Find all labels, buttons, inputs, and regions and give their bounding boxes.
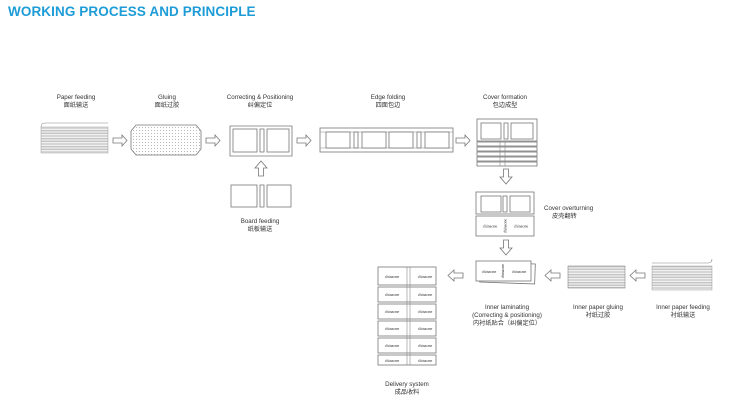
- label-cover-overturning: Cover overturning 皮壳翻转: [544, 205, 594, 220]
- svg-text:chinaone: chinaone: [418, 343, 433, 348]
- svg-text:Edge folding: Edge folding: [371, 94, 406, 101]
- svg-text:chinaone: chinaone: [482, 269, 497, 274]
- arrow-right-1: [112, 133, 128, 148]
- svg-text:chinaone: chinaone: [385, 326, 400, 331]
- arrow-down-2: [499, 239, 513, 256]
- svg-text:chinaone: chinaone: [385, 343, 400, 348]
- label-gluing: Gluing 面纸过胶: [155, 94, 180, 109]
- arrow-left-1: [447, 269, 464, 282]
- label-board-feeding: Board feeding 纸板输送: [241, 218, 280, 233]
- svg-text:衬纸过胶: 衬纸过胶: [586, 311, 611, 319]
- label-inner-feeding: Inner paper feeding 衬纸输送: [656, 304, 710, 319]
- label-paper-feeding: Paper feeding 面纸输送: [57, 94, 96, 109]
- svg-text:(Correcting & positioning): (Correcting & positioning): [472, 312, 542, 319]
- svg-text:chinaone: chinaone: [418, 326, 433, 331]
- arrow-left-2: [544, 269, 561, 282]
- arrow-right-3: [296, 133, 312, 148]
- svg-text:Inner paper gluing: Inner paper gluing: [573, 304, 623, 311]
- arrow-right-2: [205, 133, 221, 148]
- label-delivery: Delivery system 成品收料: [385, 381, 429, 396]
- delivery-stack: chinaone chinaone chinaone chinaone chin…: [377, 266, 437, 366]
- svg-text:纠偏定位: 纠偏定位: [248, 101, 273, 109]
- arrow-right-4: [455, 133, 471, 148]
- svg-text:Correcting & Positioning: Correcting & Positioning: [227, 94, 294, 101]
- svg-text:chinaone: chinaone: [385, 274, 400, 279]
- svg-text:衬纸输送: 衬纸输送: [671, 311, 697, 319]
- label-edge-folding: Edge folding 四面包边: [371, 94, 406, 109]
- svg-text:chinaone: chinaone: [418, 309, 433, 314]
- label-cover-formation: Cover formation 包边成型: [483, 94, 528, 109]
- svg-text:chinaone: chinaone: [512, 269, 527, 274]
- svg-text:Board feeding: Board feeding: [241, 218, 280, 225]
- inner-laminating-unit: chinaone chinaone chinaone: [475, 260, 536, 285]
- svg-text:成品收料: 成品收料: [395, 388, 420, 396]
- cover-formation-unit: [476, 118, 538, 167]
- glued-paper: [130, 124, 202, 156]
- svg-text:四面包边: 四面包边: [376, 101, 402, 109]
- edge-folding-unit: [319, 127, 454, 153]
- inner-paper-stack: [651, 258, 713, 291]
- label-correcting: Correcting & Positioning 纠偏定位: [227, 94, 294, 109]
- svg-text:chinaone: chinaone: [385, 358, 400, 363]
- svg-text:Gluing: Gluing: [158, 94, 176, 101]
- cover-overturning-unit: chinaone chinaone chinaone: [475, 191, 535, 237]
- svg-text:内衬纸贴合（纠偏定位）: 内衬纸贴合（纠偏定位）: [473, 319, 541, 327]
- svg-text:皮壳翻转: 皮壳翻转: [552, 212, 577, 220]
- svg-text:chinaone: chinaone: [385, 309, 400, 314]
- svg-text:chinaone: chinaone: [503, 219, 508, 234]
- svg-text:Inner paper feeding: Inner paper feeding: [656, 304, 710, 311]
- svg-text:chinaone: chinaone: [483, 224, 498, 229]
- svg-text:chinaone: chinaone: [418, 358, 433, 363]
- arrow-up-board: [254, 160, 268, 177]
- paper-stack: [40, 122, 109, 154]
- inner-paper-gluing: [567, 265, 626, 289]
- svg-text:Cover formation: Cover formation: [483, 94, 528, 101]
- svg-text:Inner laminating: Inner laminating: [485, 304, 530, 311]
- board-feeding-unit: [230, 184, 292, 208]
- svg-text:Cover overturning: Cover overturning: [544, 205, 594, 212]
- svg-text:面纸输送: 面纸输送: [64, 101, 90, 109]
- arrow-down-1: [499, 168, 513, 185]
- svg-text:Paper feeding: Paper feeding: [57, 94, 96, 101]
- label-inner-laminating: Inner laminating (Correcting & positioni…: [472, 304, 542, 327]
- svg-text:chinaone: chinaone: [418, 274, 433, 279]
- svg-text:包边成型: 包边成型: [493, 101, 518, 109]
- label-inner-gluing: Inner paper gluing 衬纸过胶: [573, 304, 623, 319]
- svg-text:面纸过胶: 面纸过胶: [155, 101, 180, 109]
- arrow-left-3: [629, 269, 646, 282]
- page-title: WORKING PROCESS AND PRINCIPLE: [8, 4, 256, 19]
- svg-text:chinaone: chinaone: [514, 224, 529, 229]
- svg-text:Delivery system: Delivery system: [385, 381, 429, 388]
- correcting-unit: [229, 125, 293, 157]
- svg-text:chinaone: chinaone: [418, 292, 433, 297]
- svg-text:chinaone: chinaone: [385, 292, 400, 297]
- svg-text:chinaone: chinaone: [500, 264, 505, 279]
- svg-text:纸板输送: 纸板输送: [248, 225, 274, 233]
